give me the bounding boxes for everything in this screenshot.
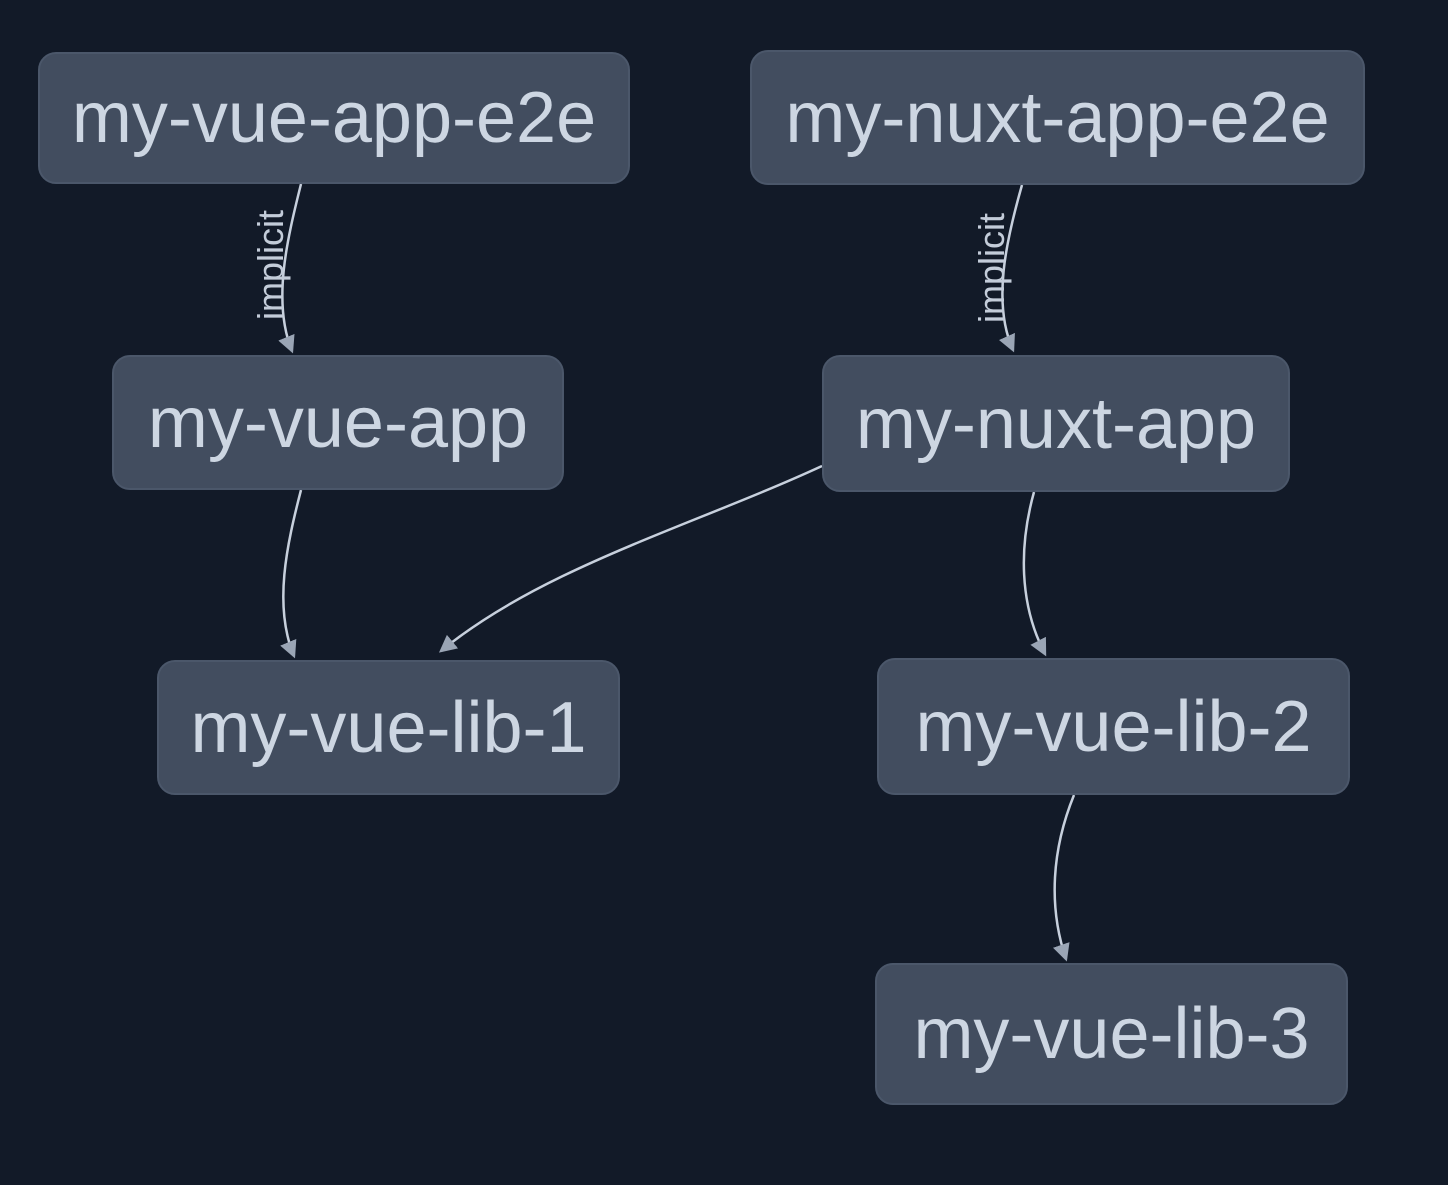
node-my-vue-lib-1[interactable]: my-vue-lib-1	[157, 660, 620, 795]
node-label: my-vue-lib-1	[190, 687, 587, 768]
edge-my-vue-lib-2-to-my-vue-lib-3	[1052, 794, 1076, 962]
node-label: my-vue-app	[147, 382, 529, 463]
node-my-nuxt-app[interactable]: my-nuxt-app	[822, 355, 1290, 492]
node-my-vue-app[interactable]: my-vue-app	[112, 355, 564, 490]
edge-my-vue-app-e2e-to-my-vue-app	[278, 183, 303, 354]
node-label: my-vue-app-e2e	[71, 78, 597, 158]
node-label: my-vue-lib-2	[915, 686, 1312, 767]
edge-my-nuxt-app-to-my-vue-lib-1	[438, 464, 823, 653]
edge-my-vue-app-to-my-vue-lib-1	[280, 489, 303, 659]
node-label: my-nuxt-app-e2e	[785, 77, 1330, 158]
node-my-nuxt-app-e2e[interactable]: my-nuxt-app-e2e	[750, 50, 1365, 185]
node-my-vue-lib-2[interactable]: my-vue-lib-2	[877, 658, 1350, 795]
node-label: my-nuxt-app	[855, 383, 1257, 464]
edge-my-nuxt-app-to-my-vue-lib-2	[1022, 491, 1047, 657]
node-my-vue-lib-3[interactable]: my-vue-lib-3	[875, 963, 1348, 1105]
node-label: my-vue-lib-3	[913, 994, 1310, 1074]
node-my-vue-app-e2e[interactable]: my-vue-app-e2e	[38, 52, 630, 184]
edge-my-nuxt-app-e2e-to-my-nuxt-app	[998, 184, 1024, 353]
